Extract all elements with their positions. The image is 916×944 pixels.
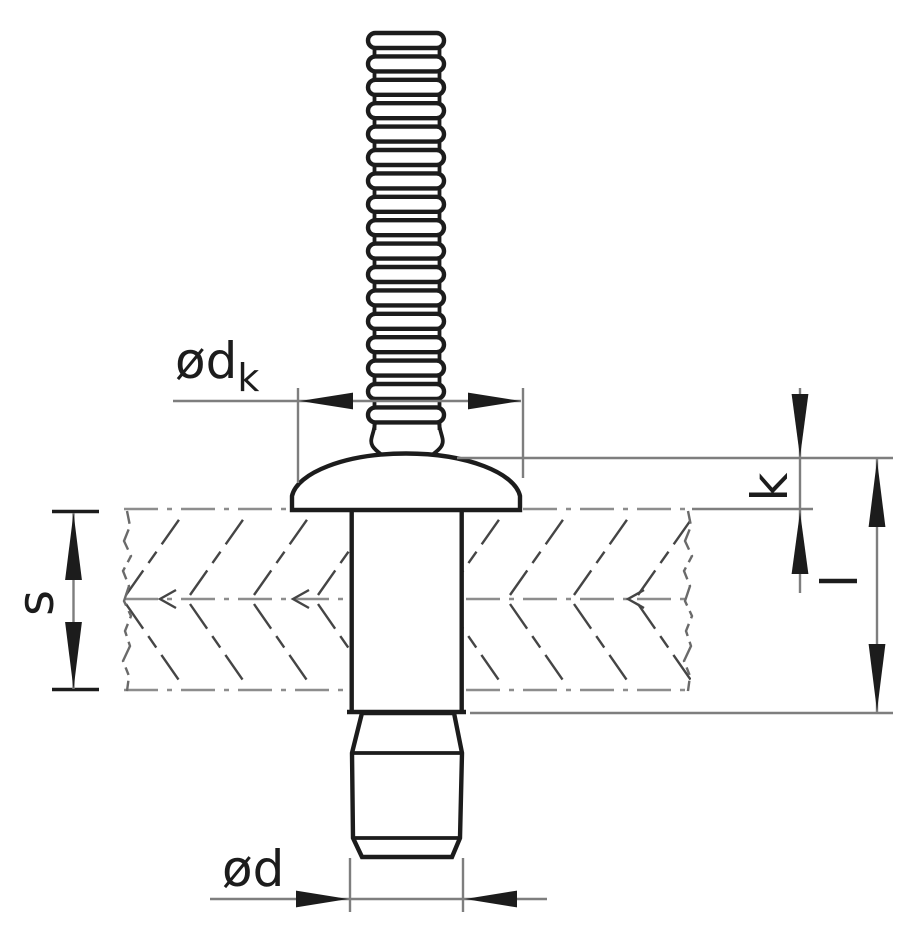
arrowhead-right xyxy=(468,392,521,410)
label-head-height: k xyxy=(741,472,799,501)
thread-crest xyxy=(365,264,447,285)
rivet-head-dome xyxy=(289,451,523,513)
hatch-line xyxy=(253,603,312,687)
label-rivet-length: l xyxy=(811,574,869,588)
rivet-body-fill xyxy=(349,508,464,713)
mandrel-thread xyxy=(365,30,447,460)
hatch-chevron xyxy=(157,588,177,610)
mandrel-break-head xyxy=(349,710,465,860)
thread-crest xyxy=(365,30,447,51)
hatch-line xyxy=(637,603,691,683)
thread-crest xyxy=(365,124,447,144)
hatch-line xyxy=(125,603,184,687)
hatch-line xyxy=(125,513,184,596)
rivet xyxy=(289,30,523,860)
hatch-chevrons xyxy=(157,588,645,610)
arrowhead-down xyxy=(791,394,809,457)
arrowhead-down xyxy=(65,622,82,689)
thread-crest xyxy=(365,54,447,74)
dim-body-diameter: ød xyxy=(210,840,547,912)
thread-crest xyxy=(365,194,447,215)
hatch-line xyxy=(509,513,568,596)
thread-crest xyxy=(365,358,447,378)
thread-crest xyxy=(365,405,447,425)
label-head-diameter: ødk xyxy=(175,332,259,400)
dim-head-diameter: ødk xyxy=(173,332,525,483)
thread-crest xyxy=(365,147,447,168)
thread-crest xyxy=(365,311,447,331)
hatch-chevron xyxy=(625,588,645,610)
hatch-line xyxy=(189,603,248,687)
plate-break-edge-right xyxy=(682,510,694,692)
arrowhead-left xyxy=(465,890,517,908)
arrowhead-left xyxy=(300,392,353,410)
hatch-chevron xyxy=(290,588,310,610)
dim-head-height: k xyxy=(457,388,893,593)
label-body-diameter: ød xyxy=(222,840,284,898)
arrowhead-up xyxy=(868,460,886,527)
thread-crest xyxy=(365,381,447,402)
thread-crest xyxy=(365,100,447,121)
hatch-line xyxy=(573,513,632,596)
hatch-line xyxy=(253,513,312,596)
thread-crest xyxy=(365,241,447,261)
arrowhead-down xyxy=(868,644,886,711)
hatch-line xyxy=(189,513,248,596)
plate-break-edge-left xyxy=(121,510,133,692)
thread-crest xyxy=(365,171,447,191)
thread-crest xyxy=(365,288,447,308)
hatch-line xyxy=(509,603,568,687)
label-grip-thickness: s xyxy=(7,590,65,616)
dim-grip-thickness: s xyxy=(7,509,99,692)
thread-crest xyxy=(365,217,447,238)
dim-rivet-length: l xyxy=(470,459,893,715)
hatch-line xyxy=(637,517,691,596)
arrowhead-up xyxy=(791,512,809,574)
arrowhead-right xyxy=(296,890,348,908)
dimensions: ødk k l s xyxy=(7,332,893,912)
thread-crest xyxy=(365,77,447,98)
hatch-line xyxy=(573,603,632,687)
thread-crest xyxy=(365,335,447,355)
arrowhead-up xyxy=(65,513,82,580)
